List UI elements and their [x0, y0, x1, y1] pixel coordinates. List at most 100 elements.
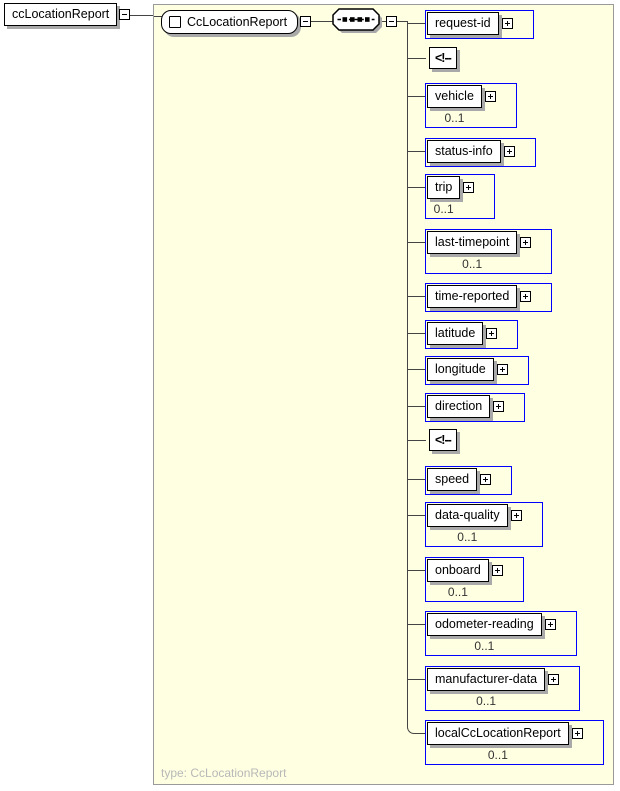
element-bar: manufacturer-data [427, 668, 559, 691]
branch-connector [407, 369, 426, 370]
element-label: last-timepoint [435, 235, 509, 249]
branch-connector [407, 515, 426, 516]
element-label: data-quality [435, 508, 500, 522]
element-bar: direction [427, 395, 504, 418]
element-bar: vehicle [427, 85, 496, 108]
element-bar: speed [427, 468, 491, 491]
element-node[interactable]: odometer-reading [427, 613, 542, 636]
branch-connector [407, 96, 426, 97]
root-element-row: ccLocationReport [4, 3, 130, 26]
expand-plus-icon[interactable] [511, 510, 522, 521]
element-bar: longitude [427, 358, 508, 381]
occurrence-box: trip 0..1 [425, 174, 495, 219]
branch-connector [407, 440, 426, 441]
element-node[interactable]: longitude [427, 358, 494, 381]
occurrence-box: localCcLocationReport0..1 [425, 720, 604, 765]
expand-plus-icon[interactable] [492, 565, 503, 576]
element-label: request-id [435, 16, 491, 30]
collapse-minus-icon[interactable] [119, 9, 130, 20]
element-label: localCcLocationReport [435, 726, 561, 740]
element-label: status-info [435, 144, 493, 158]
occurrence-box: last-timepoint 0..1 [425, 229, 552, 274]
element-node[interactable]: vehicle [427, 85, 482, 108]
cardinality-label: 0..1 [427, 254, 517, 272]
element-node[interactable]: trip [427, 176, 460, 199]
cardinality-label: 0..1 [427, 527, 508, 545]
element-node[interactable]: last-timepoint [427, 231, 517, 254]
element-bar: odometer-reading [427, 613, 556, 636]
element-node[interactable]: localCcLocationReport [427, 722, 569, 745]
element-bar: time-reported [427, 285, 531, 308]
expand-plus-icon[interactable] [493, 401, 504, 412]
cardinality-label: 0..1 [427, 582, 489, 600]
occurrence-box: request-id [425, 10, 534, 39]
element-label: latitude [435, 326, 475, 340]
branch-connector [407, 333, 426, 334]
comment-node[interactable]: <!-- [429, 429, 457, 451]
occurrence-box: manufacturer-data0..1 [425, 666, 580, 711]
expand-plus-icon[interactable] [502, 18, 513, 29]
expand-plus-icon[interactable] [520, 291, 531, 302]
element-label: onboard [435, 563, 481, 577]
cardinality-label: 0..1 [427, 199, 460, 217]
element-bar: data-quality [427, 504, 522, 527]
expand-plus-icon[interactable] [486, 328, 497, 339]
branch-connector [407, 679, 426, 680]
branch-connector [407, 624, 426, 625]
element-label: odometer-reading [435, 617, 534, 631]
expand-plus-icon[interactable] [548, 674, 559, 685]
element-label: trip [435, 180, 452, 194]
occurrence-box: onboard 0..1 [425, 557, 524, 602]
branch-connector [407, 58, 426, 59]
element-bar: trip [427, 176, 474, 199]
branch-connector [407, 406, 426, 407]
child-rows-layer: request-id <!-- vehicle 0..1 status-info trip… [154, 5, 613, 784]
expand-plus-icon[interactable] [572, 728, 583, 739]
element-node[interactable]: request-id [427, 12, 499, 35]
element-label: speed [435, 472, 469, 486]
occurrence-box: data-quality 0..1 [425, 502, 543, 547]
expand-plus-icon[interactable] [485, 91, 496, 102]
element-node[interactable]: status-info [427, 140, 501, 163]
cardinality-label: 0..1 [427, 636, 542, 654]
branch-connector [407, 151, 426, 152]
occurrence-box: longitude [425, 356, 529, 385]
expand-plus-icon[interactable] [545, 619, 556, 630]
element-node[interactable]: latitude [427, 322, 483, 345]
comment-node[interactable]: <!-- [429, 47, 457, 69]
cardinality-label: 0..1 [427, 691, 545, 709]
cardinality-label: 0..1 [427, 108, 482, 126]
element-bar: request-id [427, 12, 513, 35]
element-node[interactable]: data-quality [427, 504, 508, 527]
element-node[interactable]: time-reported [427, 285, 517, 308]
root-element-box[interactable]: ccLocationReport [4, 3, 117, 26]
comment-label: <!-- [435, 433, 451, 447]
element-node[interactable]: onboard [427, 559, 489, 582]
occurrence-box: speed [425, 466, 512, 495]
branch-connector [407, 187, 426, 188]
occurrence-box: vehicle 0..1 [425, 83, 517, 128]
element-node[interactable]: manufacturer-data [427, 668, 545, 691]
element-bar: onboard [427, 559, 503, 582]
occurrence-box: odometer-reading 0..1 [425, 611, 577, 656]
element-node[interactable]: speed [427, 468, 477, 491]
branch-connector [407, 296, 426, 297]
branch-connector [407, 242, 426, 243]
occurrence-box: status-info [425, 138, 536, 167]
expand-plus-icon[interactable] [520, 237, 531, 248]
expand-plus-icon[interactable] [463, 182, 474, 193]
expand-plus-icon[interactable] [504, 146, 515, 157]
root-element-label: ccLocationReport [12, 7, 109, 21]
expand-plus-icon[interactable] [497, 364, 508, 375]
branch-connector [407, 23, 426, 24]
element-bar: last-timepoint [427, 231, 531, 254]
element-label: vehicle [435, 89, 474, 103]
element-bar: latitude [427, 322, 497, 345]
element-label: longitude [435, 362, 486, 376]
element-label: time-reported [435, 289, 509, 303]
occurrence-box: direction [425, 393, 525, 422]
element-node[interactable]: direction [427, 395, 490, 418]
expand-plus-icon[interactable] [480, 474, 491, 485]
occurrence-box: time-reported [425, 283, 552, 312]
